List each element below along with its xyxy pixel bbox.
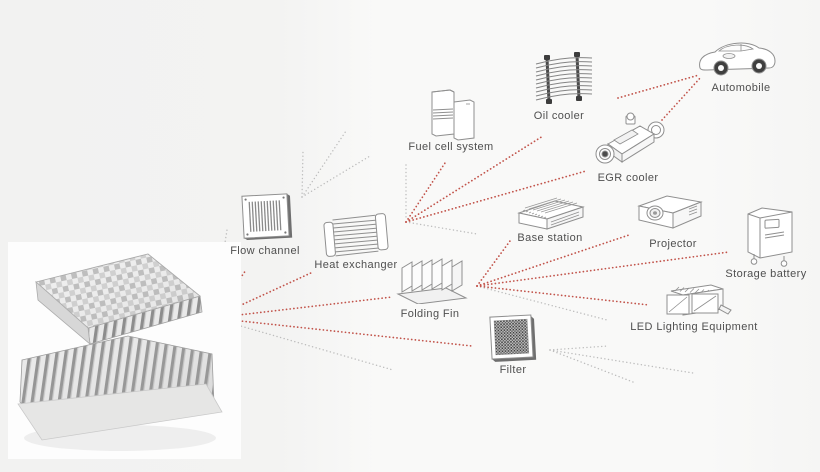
flow-channel-icon (241, 193, 293, 241)
led-lighting-equipment-label: LED Lighting Equipment (630, 321, 758, 333)
gray-dotted-connector (212, 317, 394, 371)
red-dotted-connector (476, 234, 630, 287)
red-dotted-connector (405, 135, 544, 223)
storage-battery-icon (747, 207, 793, 267)
base-station-label: Base station (517, 232, 583, 244)
red-dotted-connector (661, 76, 702, 121)
red-dotted-connector (212, 317, 473, 347)
red-dotted-connector (617, 74, 700, 99)
product-photo (8, 242, 241, 459)
base-station-icon (517, 197, 585, 230)
projector-label: Projector (649, 238, 697, 250)
red-dotted-connector (476, 285, 650, 306)
egr-cooler-icon (595, 112, 665, 164)
red-dotted-connector (405, 170, 587, 223)
heat-exchanger-label: Heat exchanger (314, 259, 398, 271)
oil-cooler-label: Oil cooler (533, 110, 585, 122)
automobile-icon (699, 42, 776, 76)
filter-icon (489, 314, 537, 362)
gray-dotted-connector (301, 155, 371, 198)
gray-dotted-connector (476, 285, 608, 321)
gray-dotted-connector (549, 349, 634, 383)
folded-fin-product-image (8, 242, 241, 459)
red-dotted-connector (405, 162, 446, 223)
fuel-cell-system-icon (431, 89, 475, 141)
red-dotted-connector (212, 296, 393, 319)
gray-dotted-connector (301, 150, 304, 198)
egr-cooler-label: EGR cooler (597, 172, 659, 184)
oil-cooler-icon (535, 52, 593, 104)
red-dotted-connector (476, 240, 511, 287)
folding-fin-label: Folding Fin (400, 308, 460, 320)
heat-exchanger-icon (323, 213, 389, 257)
gray-dotted-connector (405, 221, 478, 235)
folding-fin-icon (396, 258, 468, 304)
fuel-cell-system-label: Fuel cell system (408, 141, 494, 153)
projector-icon (637, 195, 703, 229)
automobile-label: Automobile (711, 82, 771, 94)
gray-dotted-connector (549, 345, 609, 351)
led-lighting-equipment-icon (666, 284, 732, 316)
gray-dotted-connector (301, 130, 347, 198)
gray-dotted-connector (549, 349, 694, 374)
flow-channel-label: Flow channel (230, 245, 300, 257)
filter-label: Filter (499, 364, 527, 376)
storage-battery-label: Storage battery (725, 268, 807, 280)
